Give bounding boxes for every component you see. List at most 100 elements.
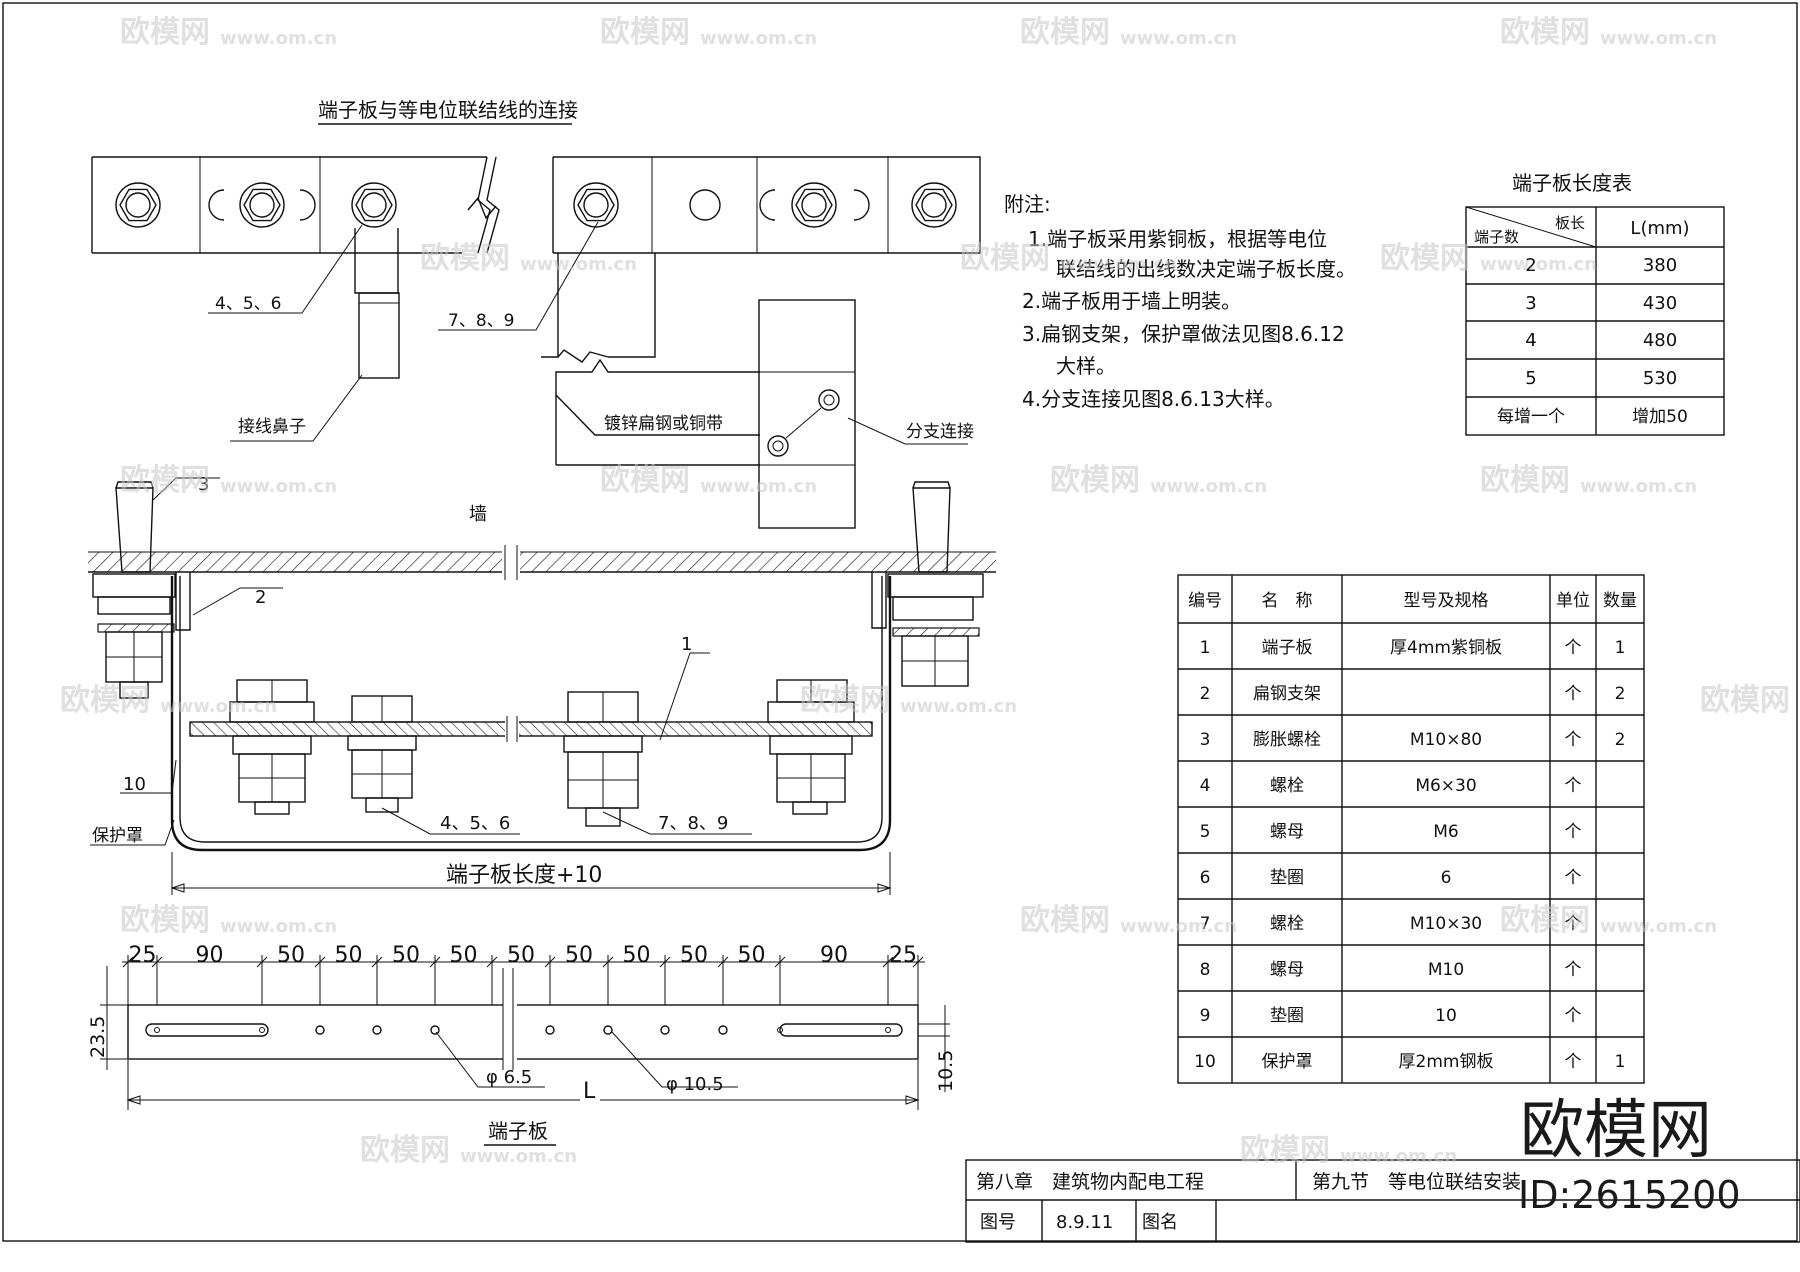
parts-table-cell: 10 xyxy=(1435,1006,1457,1026)
length-table-col-header: L(mm) xyxy=(1630,218,1689,239)
parts-table-header: 名 称 xyxy=(1262,591,1313,611)
watermark-url: www.om.cn xyxy=(1480,254,1597,275)
length-table-corner-bottom: 端子数 xyxy=(1474,228,1519,246)
watermark-tile: 欧模网 xyxy=(1480,463,1570,498)
parts-table-cell: M10×30 xyxy=(1410,914,1482,934)
parts-table-cell: 个 xyxy=(1565,914,1582,934)
parts-table-cell: M6×30 xyxy=(1415,776,1476,796)
watermark-tile: 欧模网 xyxy=(1500,15,1590,50)
dimension-label: 50 xyxy=(565,943,593,968)
watermark-url: www.om.cn xyxy=(1120,28,1237,49)
watermark-tile: 欧模网 xyxy=(1020,903,1110,938)
note-line-5: 大样。 xyxy=(1056,354,1116,378)
parts-table-cell: 厚4mm紫铜板 xyxy=(1390,638,1502,658)
length-row-1-l: 380 xyxy=(1643,255,1677,276)
length-table-corner-top: 板长 xyxy=(1555,214,1585,232)
length-row-5-n: 每增一个 xyxy=(1497,407,1565,427)
length-row-1-n: 2 xyxy=(1525,255,1536,276)
watermark-url: www.om.cn xyxy=(1120,916,1237,937)
watermark-tile: 欧模网 xyxy=(1020,15,1110,50)
label-bolt-group-a-section: 4、5、6 xyxy=(440,813,510,834)
parts-table-cell: 膨胀螺栓 xyxy=(1253,730,1321,750)
title-section: 第九节 等电位联结安装 xyxy=(1312,1171,1521,1193)
length-row-2-l: 430 xyxy=(1643,293,1677,314)
parts-table-cell: 3 xyxy=(1200,730,1211,750)
watermark-brand: 欧模网 xyxy=(1520,1094,1712,1168)
watermark-url: www.om.cn xyxy=(700,28,817,49)
label-dia-small: φ 6.5 xyxy=(486,1067,532,1088)
label-flat-steel: 镀锌扁钢或铜带 xyxy=(604,414,723,434)
parts-table-cell: 螺母 xyxy=(1270,960,1304,980)
dimension-label: 50 xyxy=(450,943,478,968)
watermark-tile: 欧模网 xyxy=(1240,1133,1330,1168)
parts-table-cell: 螺母 xyxy=(1270,822,1304,842)
label-wall: 墙 xyxy=(469,504,487,525)
label-dim-right-height: 10.5 xyxy=(935,1050,957,1092)
label-part-3: 3 xyxy=(198,474,209,495)
dimension-label: 90 xyxy=(196,943,224,968)
title-fig-name-label: 图名 xyxy=(1142,1212,1178,1233)
note-line-6: 4.分支连接见图8.6.13大样。 xyxy=(1022,387,1285,411)
top-view: 端子板与等电位联结线的连接 4、5、6 7、8 xyxy=(91,98,981,529)
length-row-3-n: 4 xyxy=(1525,330,1536,351)
parts-table-cell: 扁钢支架 xyxy=(1253,684,1321,704)
parts-table-header: 型号及规格 xyxy=(1404,591,1489,611)
watermark-url: www.om.cn xyxy=(220,476,337,497)
dimension-label: 50 xyxy=(623,943,651,968)
label-part-10: 10 xyxy=(123,774,146,795)
watermark-tile: 欧模网 xyxy=(600,15,690,50)
watermark-url: www.om.cn xyxy=(160,696,277,717)
watermark-url: www.om.cn xyxy=(1580,476,1697,497)
watermark-tile: 欧模网 xyxy=(960,241,1050,276)
parts-table-cell: 个 xyxy=(1565,1052,1582,1072)
parts-table-header: 数量 xyxy=(1603,591,1637,611)
label-dia-large: φ 10.5 xyxy=(666,1074,724,1095)
parts-table-cell: 个 xyxy=(1565,730,1582,750)
title-chapter: 第八章 建筑物内配电工程 xyxy=(976,1171,1204,1193)
length-row-5-l: 增加50 xyxy=(1632,407,1688,427)
plate-caption: 端子板 xyxy=(488,1119,548,1143)
watermark-tile: 欧模网 xyxy=(1700,683,1790,718)
note-line-4: 3.扁钢支架，保护罩做法见图8.6.12 xyxy=(1022,322,1345,346)
parts-table-cell: 厚2mm钢板 xyxy=(1399,1052,1494,1072)
parts-table-cell: 7 xyxy=(1200,914,1211,934)
watermark-url: www.om.cn xyxy=(520,254,637,275)
parts-table-cell: 个 xyxy=(1565,638,1582,658)
parts-table-header: 单位 xyxy=(1556,591,1590,611)
notes-title: 附注: xyxy=(1004,192,1051,216)
label-part-2: 2 xyxy=(255,587,266,608)
length-table-title: 端子板长度表 xyxy=(1512,171,1632,195)
parts-table-header: 编号 xyxy=(1188,591,1222,611)
length-table: 端子板长度表 板长 端子数 L(mm) 2 380 3 430 4 480 5 … xyxy=(1465,171,1725,436)
watermark-tile: 欧模网 xyxy=(120,15,210,50)
parts-table-cell: 个 xyxy=(1565,776,1582,796)
parts-table-cell: 垫圈 xyxy=(1270,1006,1304,1026)
watermark-tile: 欧模网 xyxy=(1380,241,1470,276)
parts-table-cell: 保护罩 xyxy=(1262,1052,1313,1072)
watermark-id: ID:2615200 xyxy=(1518,1173,1741,1217)
parts-table-cell: 5 xyxy=(1200,822,1211,842)
title-fig-no-label: 图号 xyxy=(980,1212,1016,1233)
dimension-label: 50 xyxy=(507,943,535,968)
parts-table-cell: 端子板 xyxy=(1262,638,1313,658)
parts-table-cell: 4 xyxy=(1200,776,1211,796)
watermark-tile: 欧模网 xyxy=(600,463,690,498)
label-lug: 接线鼻子 xyxy=(238,417,306,437)
label-bolt-group-b-section: 7、8、9 xyxy=(658,813,728,834)
parts-table-cell: 1 xyxy=(1615,638,1626,658)
dimension-label: 50 xyxy=(277,943,305,968)
length-row-3-l: 480 xyxy=(1643,330,1677,351)
watermark-url: www.om.cn xyxy=(900,696,1017,717)
parts-table-cell: 2 xyxy=(1200,684,1211,704)
top-view-title: 端子板与等电位联结线的连接 xyxy=(318,98,578,122)
watermark-tile: 欧模网 xyxy=(1500,903,1590,938)
note-line-3: 2.端子板用于墙上明装。 xyxy=(1022,289,1241,313)
parts-table-cell: M10×80 xyxy=(1410,730,1482,750)
dimension-label: 25 xyxy=(889,943,917,968)
parts-table-cell: 个 xyxy=(1565,822,1582,842)
dimension-label: 90 xyxy=(820,943,848,968)
note-line-1: 1.端子板采用紫铜板，根据等电位 xyxy=(1028,227,1327,251)
label-length-L: L xyxy=(583,1079,596,1104)
